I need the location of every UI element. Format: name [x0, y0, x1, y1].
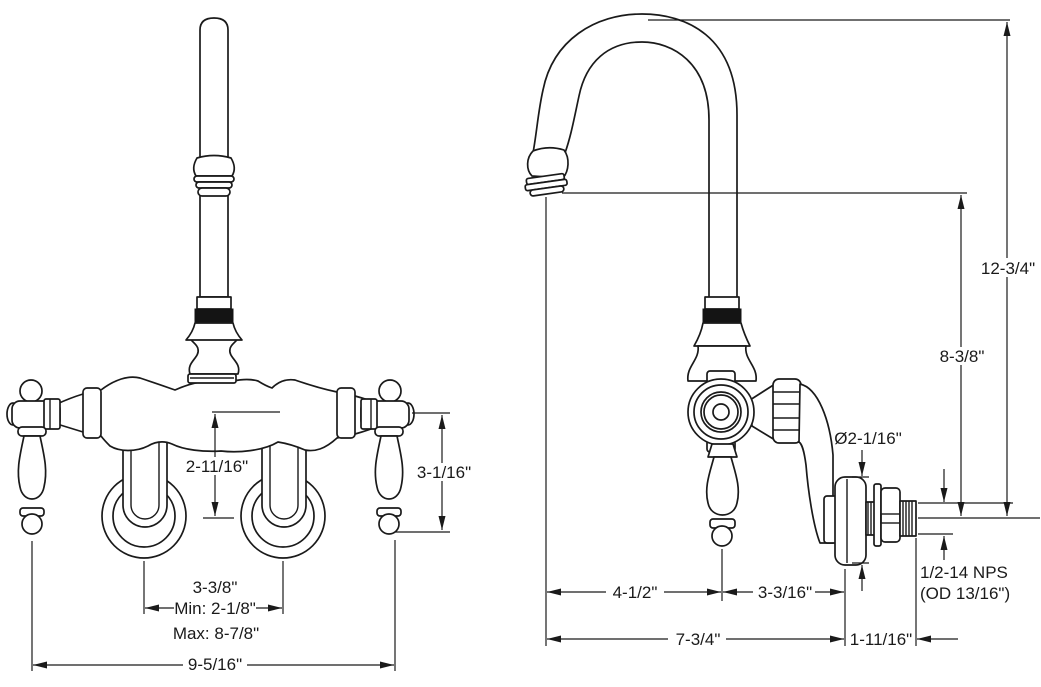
side-spout-band	[702, 308, 742, 324]
dim-handle-to-wall: 3-3/16"	[758, 583, 812, 602]
dim-outlet-to-handle: 4-1/2"	[613, 583, 658, 602]
dim-thread-od: (OD 13/16")	[920, 584, 1010, 603]
side-wall-flange	[834, 476, 867, 566]
side-threaded-nipple	[865, 483, 917, 547]
dim-thread-spec: 1/2-14 NPS	[920, 563, 1008, 582]
dim-leg-centers: 3-3/8"	[193, 578, 238, 597]
dim-leg-centers-min: Min: 2-1/8"	[174, 599, 256, 618]
dim-outlet-to-wall: 7-3/4"	[676, 630, 721, 649]
side-thread-hatch	[867, 501, 913, 536]
dim-body-center-to-leg-center: 2-11/16"	[186, 457, 248, 476]
dim-overall-width: 9-5/16"	[188, 655, 242, 674]
front-spout-pipe	[185, 17, 243, 384]
front-dimensions: 2-11/16" 3-1/16" 3-3/8" Min: 2-1/8" Max:…	[31, 411, 471, 674]
side-lock-nut	[880, 487, 901, 543]
front-handle-left	[6, 379, 61, 535]
front-spout-band	[194, 308, 234, 324]
dim-outlet-height: 8-3/8"	[940, 347, 985, 366]
side-spout-collar	[526, 146, 569, 179]
side-dimensions: 12-3/4" 8-3/8" Ø2-1/16" 1/2-14 NPS (OD 1…	[545, 19, 1040, 649]
front-spout-ring	[196, 296, 232, 310]
front-body	[53, 376, 387, 453]
side-view: 12-3/4" 8-3/8" Ø2-1/16" 1/2-14 NPS (OD 1…	[524, 13, 1040, 649]
dim-leg-centers-max: Max: 8-7/8"	[173, 624, 259, 643]
front-spout-collar	[192, 154, 236, 177]
front-body-collar-left	[82, 387, 102, 439]
dim-flange-diameter: Ø2-1/16"	[834, 429, 901, 448]
side-spout-outlet	[524, 172, 568, 197]
dim-overall-height: 12-3/4"	[981, 259, 1035, 278]
side-valve-body	[687, 370, 755, 453]
side-gooseneck-spout	[524, 13, 757, 382]
side-handle	[705, 443, 740, 547]
side-spout-ring	[704, 296, 740, 310]
dim-handle-height: 3-1/16"	[417, 463, 471, 482]
front-view: 2-11/16" 3-1/16" 3-3/8" Min: 2-1/8" Max:…	[6, 17, 471, 674]
dim-nipple-length: 1-11/16"	[850, 630, 912, 649]
front-body-collar-right	[336, 387, 356, 439]
front-leg-tubes	[122, 429, 307, 528]
side-supply-elbow	[749, 378, 867, 566]
front-handle-right	[360, 379, 415, 535]
